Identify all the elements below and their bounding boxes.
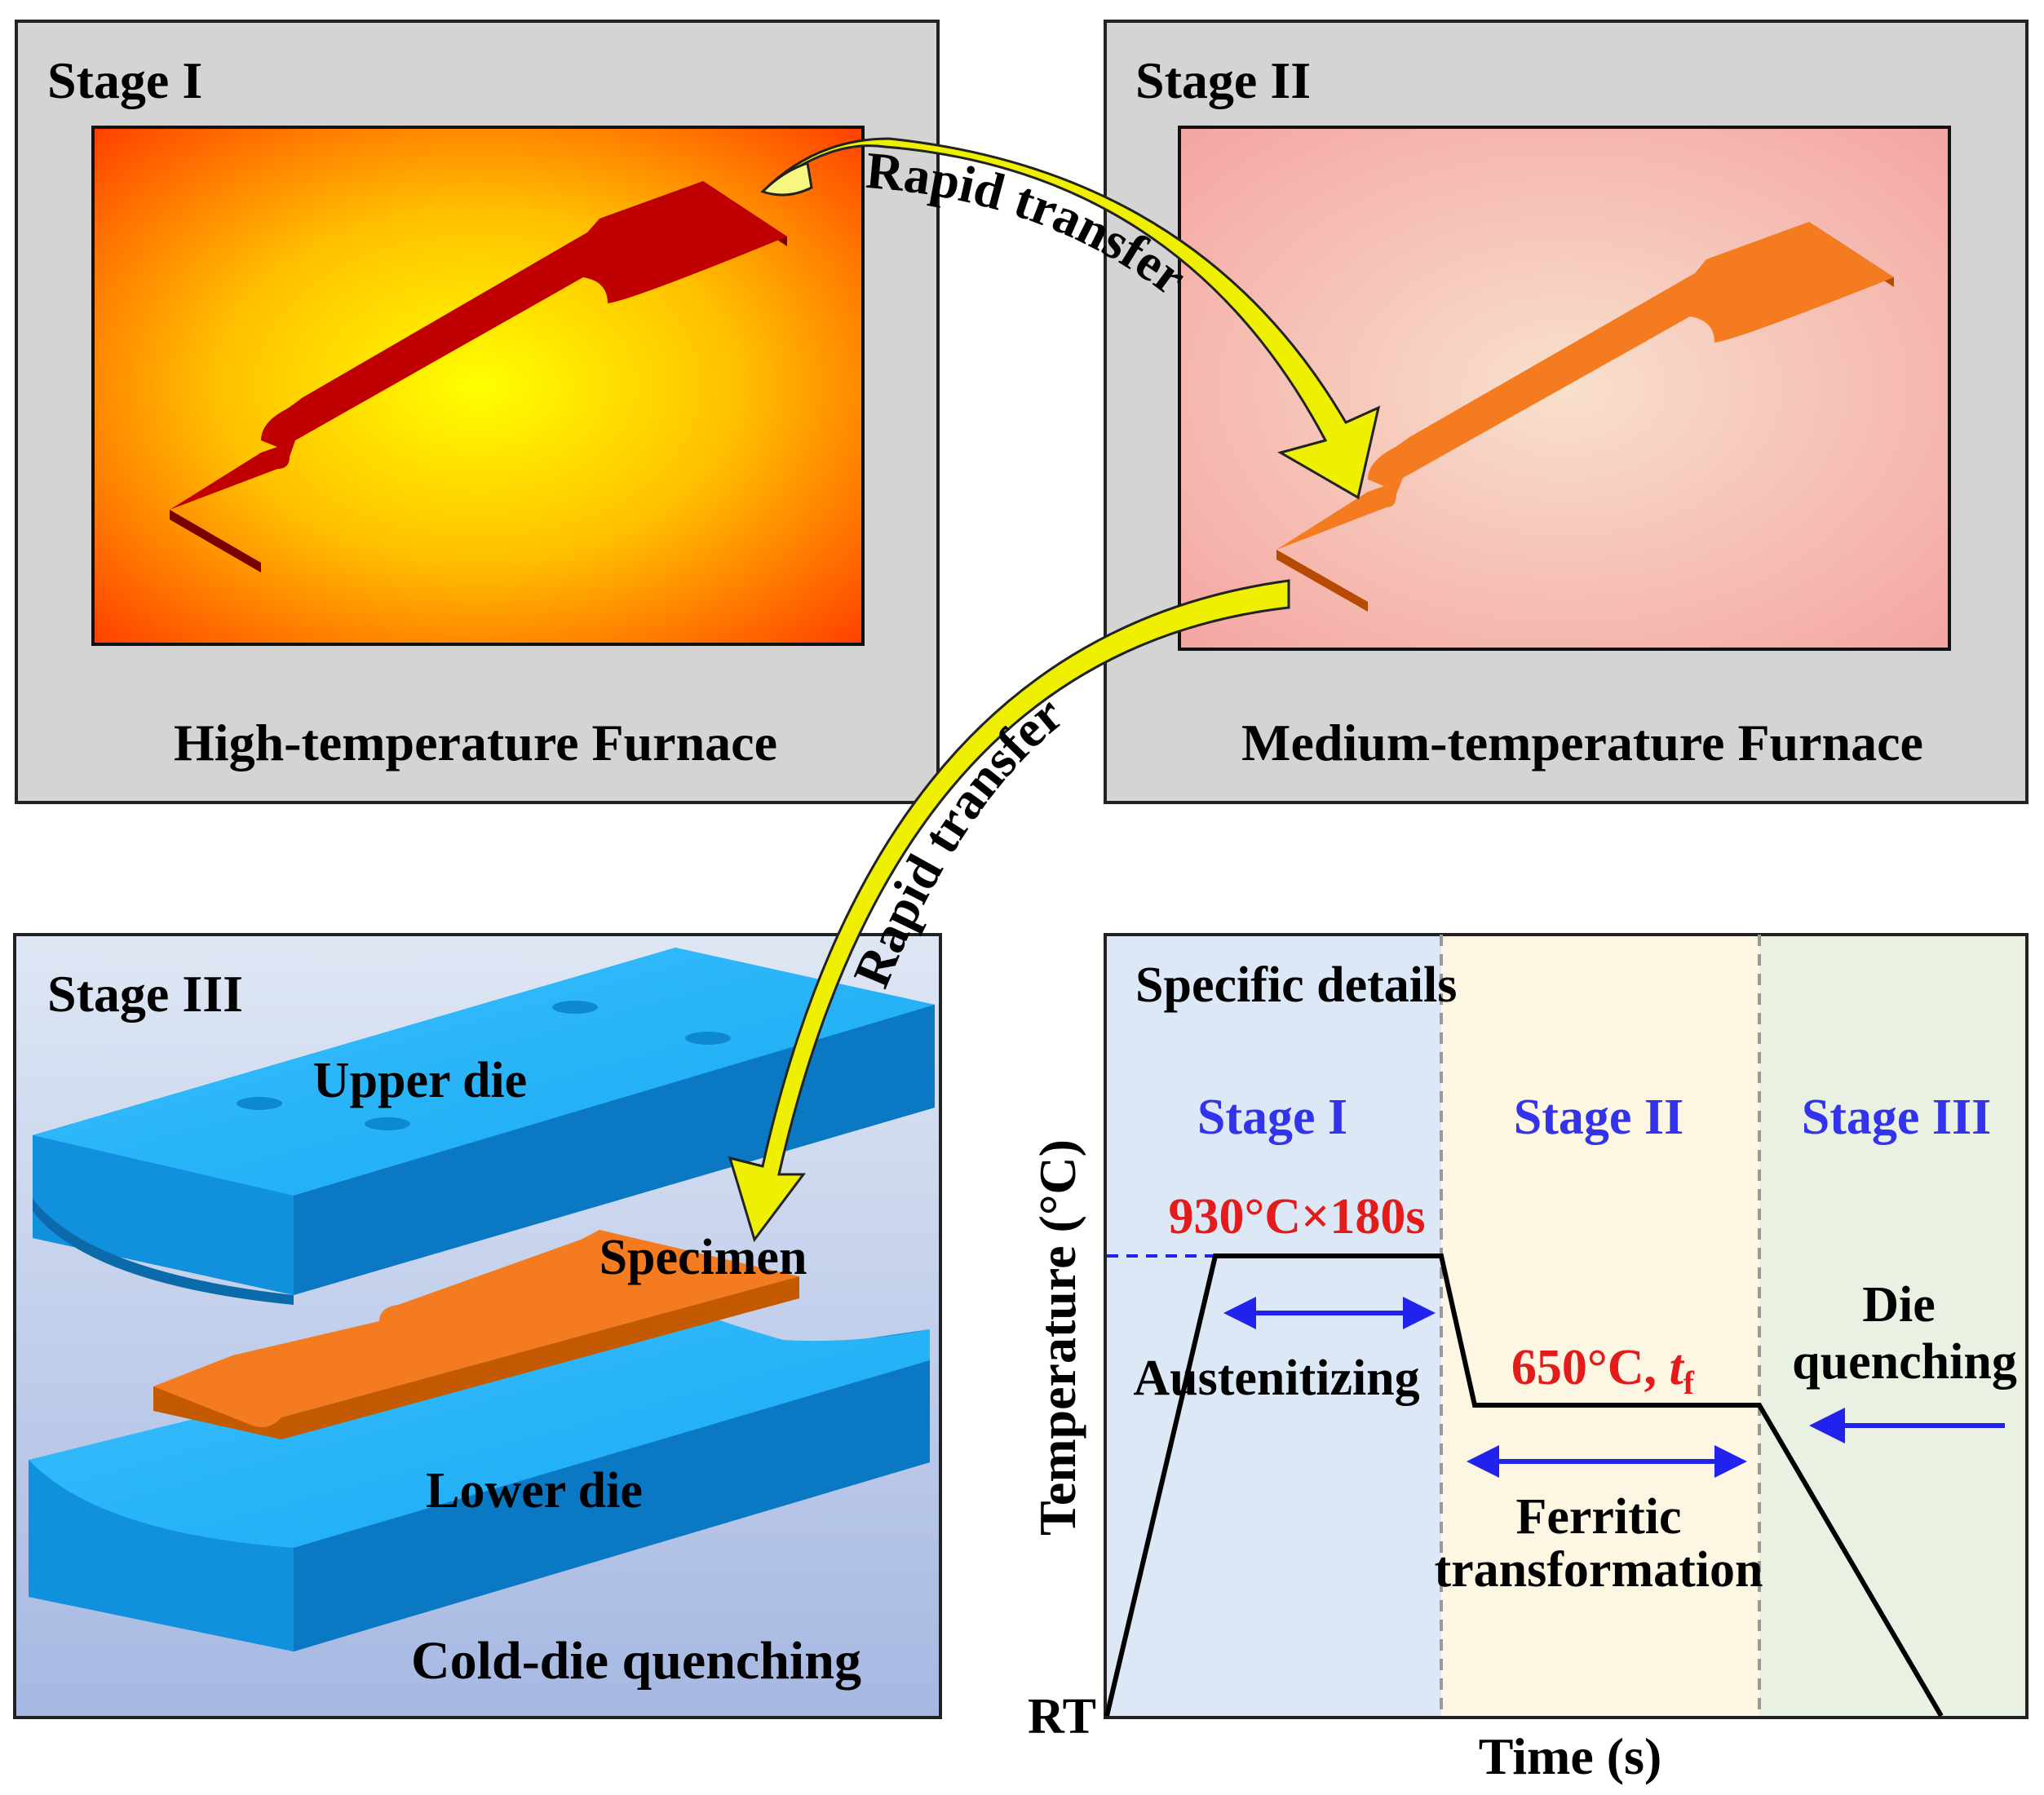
- die-quench-label-line1: Die: [1862, 1277, 1936, 1333]
- stage2-caption: Medium-temperature Furnace: [1241, 714, 1923, 771]
- peak-temp-label: 930°C×180s: [1168, 1189, 1425, 1245]
- stage2-title: Stage II: [1135, 51, 1311, 109]
- stage3-caption: Cold-die quenching: [411, 1631, 861, 1691]
- ferritic-label-line1: Ferritic: [1515, 1489, 1681, 1545]
- high-temperature-furnace: [91, 126, 865, 646]
- upper-die-label: Upper die: [313, 1053, 527, 1108]
- details-stage3-label: Stage III: [1802, 1090, 1992, 1145]
- ferritic-arrow: [1467, 1445, 1747, 1478]
- stage1-panel: Stage I High-temperature Furnace: [15, 20, 940, 804]
- stage3-title: Stage III: [47, 965, 243, 1023]
- stage1-title: Stage I: [47, 51, 202, 109]
- stage1-caption: High-temperature Furnace: [174, 714, 777, 771]
- stage2-panel: Stage II Medium-temperature Furnace: [1104, 20, 2029, 804]
- temperature-profile: [1104, 1253, 1944, 1718]
- upper-die: [33, 948, 935, 1305]
- details-zone-stage3: [1759, 935, 2027, 1718]
- specimen-warm: [1276, 222, 1894, 612]
- specimen-cold: [153, 1230, 799, 1439]
- details-title: Specific details: [1135, 957, 1457, 1013]
- details-frame: [1104, 933, 2029, 1719]
- details-zone-stage1: [1105, 935, 1441, 1718]
- lower-die-label: Lower die: [426, 1463, 643, 1519]
- transfer-arrow-2: [728, 579, 1290, 1243]
- austenitizing-arrow: [1223, 1297, 1436, 1329]
- hold-temp-label: 650°C, tf: [1511, 1340, 1695, 1401]
- details-stage2-label: Stage II: [1514, 1090, 1683, 1145]
- ferritic-label-line2: transformation: [1435, 1542, 1763, 1598]
- y-axis-label: Temperature (°C): [1029, 1139, 1086, 1536]
- details-stage1-label: Stage I: [1197, 1090, 1347, 1145]
- specimen-hot: [170, 181, 787, 573]
- die-quench-label-line2: quenching: [1792, 1334, 2017, 1390]
- specimen-label: Specimen: [599, 1230, 807, 1285]
- transfer-arrow-1: [760, 137, 1381, 500]
- lower-die: [29, 1302, 930, 1651]
- die-quench-arrow: [1809, 1408, 2005, 1444]
- rt-label: RT: [1028, 1689, 1096, 1744]
- stage3-panel: Stage III Upper die Lower die: [13, 933, 942, 1719]
- details-zone-stage2: [1441, 935, 1759, 1718]
- x-axis-label: Time (s): [1479, 1727, 1662, 1785]
- details-panel: Specific details Stage I Stage II Stage …: [1104, 933, 2029, 1719]
- austenitizing-label: Austenitizing: [1133, 1351, 1419, 1406]
